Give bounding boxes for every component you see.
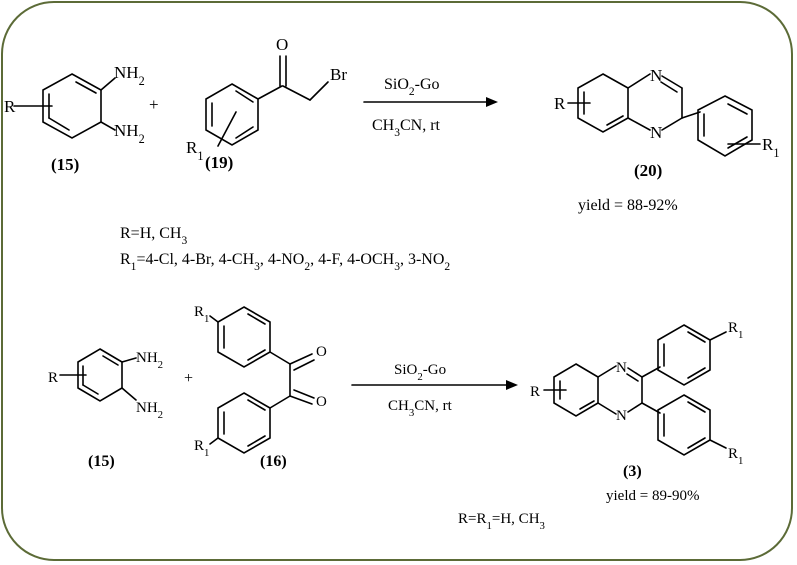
s1-product-r1: R1 [762, 135, 779, 160]
s1-diamine-nh2-top: NH2 [114, 63, 145, 88]
s1-bromoacetophenone-structure [205, 55, 329, 147]
s1-diamine-nh2-bottom: NH2 [114, 121, 145, 146]
s1-product-n-bottom: N [650, 123, 662, 142]
s2-benzil-r1-top: R1 [194, 304, 209, 325]
s1-product-n-top: N [650, 66, 662, 85]
s1-diamine-structure [13, 73, 116, 139]
s2-yield: yield = 89-90% [606, 488, 699, 504]
s2-quinoxaline-structure [543, 324, 727, 456]
s2-benzil-structure [209, 306, 315, 454]
s2-product-r1-bottom: R1 [728, 446, 743, 467]
s2-benzil-o-top: O [316, 344, 327, 360]
s1-plus-sign: + [149, 95, 159, 114]
note-r-values: R=H, CH3 [120, 225, 187, 247]
s2-product-n-top: N [616, 360, 627, 376]
s1-quinoxaline-structure [567, 73, 761, 157]
s2-conditions: CH3CN, rt [388, 398, 453, 419]
s2-product-r: R [530, 384, 540, 400]
s1-arrowhead [486, 97, 498, 107]
s2-plus-sign: + [184, 370, 193, 387]
s2-label-3: (3) [623, 463, 642, 480]
s2-diamine-r: R [48, 370, 58, 386]
s2-reagent: SiO2-Go [394, 362, 446, 383]
s1-label-20: (20) [634, 161, 662, 180]
s1-bromoacetophenone-r1: R1 [186, 138, 203, 163]
s2-label-16: (16) [260, 453, 287, 470]
s1-reagent: SiO2-Go [384, 76, 440, 98]
s1-carbonyl-oxygen: O [276, 35, 288, 54]
s2-product-r1-top: R1 [728, 320, 743, 341]
s1-product-r: R [554, 94, 566, 113]
s2-substituent-note: R=R1=H, CH3 [458, 511, 545, 532]
s2-label-15: (15) [88, 453, 115, 470]
s2-arrowhead [506, 380, 518, 390]
s1-yield: yield = 88-92% [578, 197, 678, 214]
s1-conditions: CH3CN, rt [372, 117, 441, 139]
s1-label-15: (15) [51, 155, 79, 174]
s1-bromine: Br [330, 65, 347, 84]
s2-diamine-nh2-top: NH2 [136, 350, 163, 371]
note-r1-values: R1=4-Cl, 4-Br, 4-CH3, 4-NO2, 4-F, 4-OCH3… [120, 251, 450, 273]
s2-benzil-r1-bottom: R1 [194, 438, 209, 459]
s2-product-n-bottom: N [616, 408, 627, 424]
s2-diamine-nh2-bottom: NH2 [136, 400, 163, 421]
s1-label-19: (19) [205, 153, 233, 172]
s1-diamine-r: R [4, 97, 16, 116]
s2-benzil-o-bottom: O [316, 394, 327, 410]
s2-diamine-structure [59, 348, 137, 402]
